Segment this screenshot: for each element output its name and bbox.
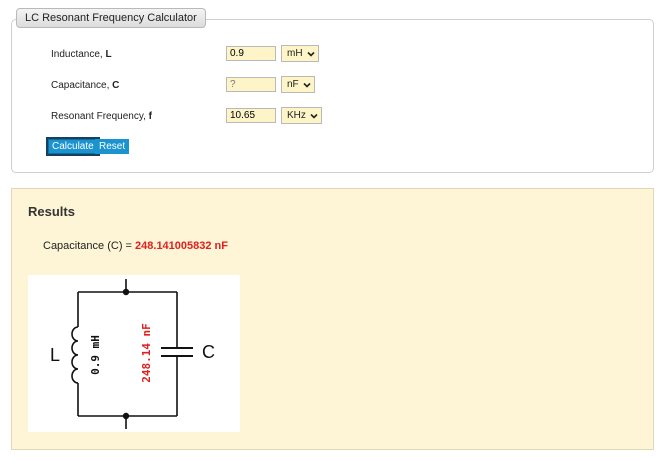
result-line: Capacitance (C) = 248.141005832 nF [43, 240, 228, 252]
top-node [122, 288, 130, 296]
frequency-label-text: Resonant Frequency, [51, 111, 146, 122]
frequency-unit-select[interactable]: KHz [281, 107, 322, 124]
chevron-down-icon [310, 113, 318, 119]
frequency-label: Resonant Frequency, f [51, 111, 152, 122]
chevron-down-icon [306, 51, 315, 57]
capacitance-unit-value: nF [287, 79, 299, 90]
calculate-button[interactable]: Calculate [46, 137, 100, 156]
result-prefix: Capacitance (C) = [43, 240, 132, 252]
capacitance-symbol: C [112, 80, 120, 91]
chevron-down-icon [303, 82, 311, 88]
capacitance-label-text: Capacitance, [51, 80, 110, 91]
frequency-symbol: f [148, 111, 152, 122]
frequency-input[interactable] [226, 108, 276, 123]
calculator-title: LC Resonant Frequency Calculator [16, 8, 206, 28]
frequency-unit-value: KHz [287, 110, 306, 121]
inductor-coil [71, 326, 79, 384]
lc-circuit-diagram: L C 0.9 mH 248.14 nF [28, 275, 240, 432]
bottom-node [122, 412, 130, 420]
results-panel: Results Capacitance (C) = 248.141005832 … [11, 188, 654, 450]
inductor-value-label: 0.9 mH [89, 335, 102, 375]
inductance-input[interactable] [226, 46, 276, 61]
capacitance-label: Capacitance, C [51, 80, 119, 91]
results-title: Results [28, 204, 75, 219]
capacitor-symbol-label: C [202, 342, 215, 362]
inductance-label: Inductance, L [51, 49, 112, 60]
reset-button[interactable]: Reset [95, 139, 130, 154]
inductor-symbol-label: L [50, 345, 60, 365]
inductance-symbol: L [105, 49, 112, 60]
inductance-label-text: Inductance, [51, 49, 103, 60]
result-value: 248.141005832 nF [135, 240, 228, 252]
capacitor-value-label: 248.14 nF [140, 323, 153, 383]
lc-circuit-svg: L C 0.9 mH 248.14 nF [50, 279, 215, 429]
inductance-unit-value: mH [287, 48, 303, 59]
capacitance-input[interactable] [226, 77, 276, 92]
capacitance-unit-select[interactable]: nF [281, 76, 315, 93]
inductance-unit-select[interactable]: mH [281, 45, 319, 62]
